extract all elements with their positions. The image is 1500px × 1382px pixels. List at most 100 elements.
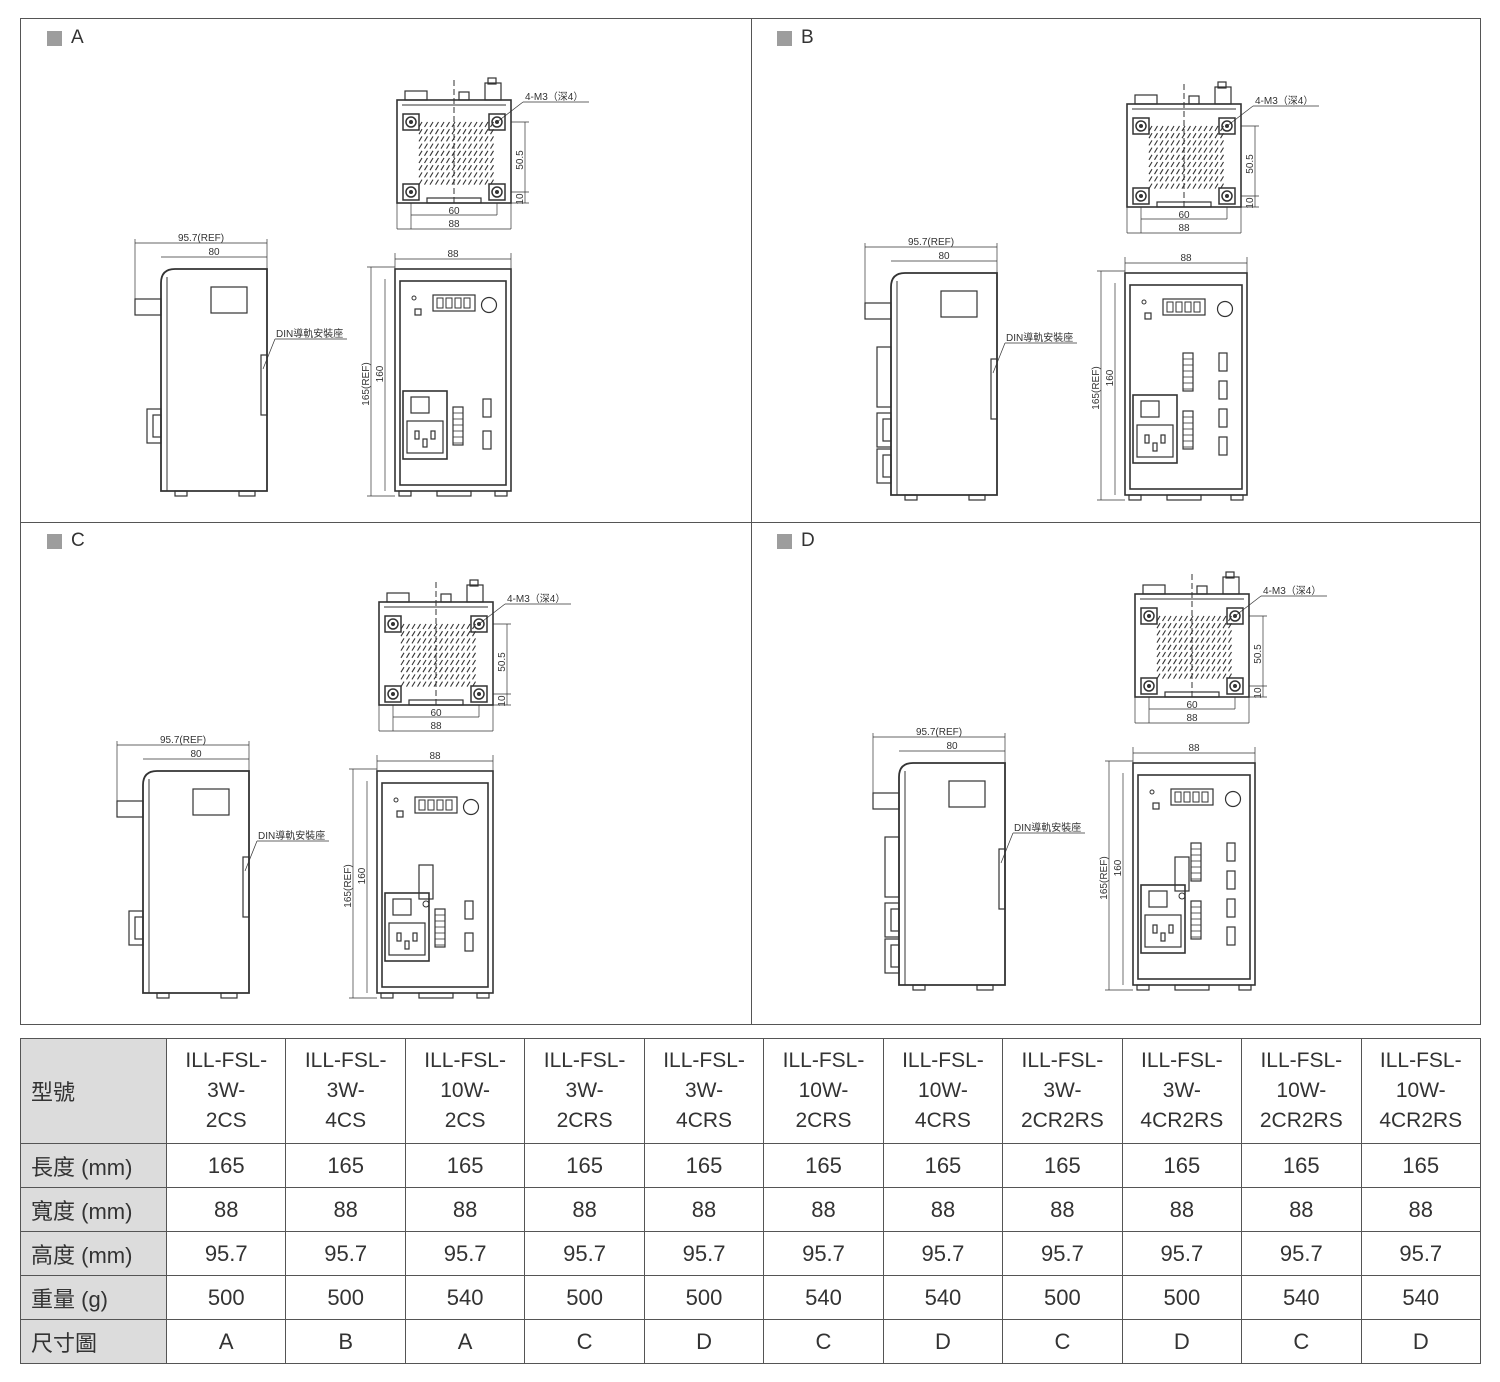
dimension-88: 88 xyxy=(447,249,459,260)
vent-slot xyxy=(1184,637,1188,643)
side-terminal xyxy=(876,412,892,448)
vent-slot xyxy=(1181,140,1186,146)
vent-slot xyxy=(1203,161,1208,168)
vent-slot xyxy=(400,638,405,644)
vent-slot xyxy=(439,630,443,637)
vent-slot xyxy=(1206,658,1210,665)
vent-slot xyxy=(444,638,449,644)
vent-slot xyxy=(1222,644,1227,651)
vent-slot xyxy=(1200,658,1205,665)
vent-slot xyxy=(468,150,472,157)
vent-slot xyxy=(479,157,483,164)
vent-slot xyxy=(1192,168,1197,175)
vent-slot xyxy=(484,164,489,171)
vent-slot xyxy=(1203,176,1208,182)
vent-slot xyxy=(1154,161,1158,168)
vent-slot xyxy=(1187,132,1191,139)
vent-slot xyxy=(1167,658,1172,665)
table-cell: 165 xyxy=(1360,1143,1482,1188)
vent-slot xyxy=(1159,140,1164,146)
table-cell: 95.7 xyxy=(1121,1231,1243,1276)
vent-slot xyxy=(1228,651,1232,658)
vent-slot xyxy=(1178,630,1183,636)
display-digit xyxy=(427,799,435,811)
vent-slot xyxy=(446,128,450,135)
vent-slot xyxy=(400,659,405,666)
vent-slot xyxy=(439,666,443,673)
vent-slot xyxy=(406,666,410,673)
screw-center xyxy=(391,622,395,626)
dimension-80: 80 xyxy=(208,247,220,258)
screw-center xyxy=(409,190,413,194)
vent-slot xyxy=(1189,673,1194,679)
screw-frame xyxy=(402,113,420,131)
screw-head xyxy=(473,618,485,630)
vent-slot xyxy=(411,645,416,651)
model-cell: ILL-FSL- 10W- 2CRS xyxy=(763,1038,884,1144)
vent-slot xyxy=(1176,140,1180,146)
table-cell: 95.7 xyxy=(643,1231,765,1276)
vent-slot xyxy=(406,645,410,651)
vent-slot xyxy=(462,172,467,178)
power-led xyxy=(411,295,417,301)
rs232-screw xyxy=(422,900,430,908)
top-connector xyxy=(1196,585,1208,595)
vent-slot xyxy=(444,674,449,680)
display-digit xyxy=(436,799,444,811)
vent-slot xyxy=(1209,154,1213,161)
vent-slot xyxy=(1154,176,1158,182)
table-cell: 88 xyxy=(524,1187,645,1232)
vent-slot xyxy=(1173,622,1177,629)
vent-slot xyxy=(1181,176,1186,182)
vent-slot xyxy=(1214,176,1219,182)
vent-slot xyxy=(417,638,421,644)
top-view xyxy=(396,77,512,204)
vent-slot xyxy=(484,136,489,142)
vent-slot xyxy=(400,652,405,659)
vent-slot xyxy=(1162,673,1166,679)
vent-slot xyxy=(1170,140,1175,146)
vent-slot xyxy=(444,681,449,687)
screw-center xyxy=(1233,684,1237,688)
vent-slot xyxy=(1206,651,1210,658)
vent-slot xyxy=(479,136,483,142)
screw-center xyxy=(477,692,481,696)
vent-slot xyxy=(1198,147,1202,153)
vent-slot xyxy=(1156,651,1161,658)
vent-slot xyxy=(1154,140,1158,146)
vent-slot xyxy=(466,652,471,659)
model-name: ILL-FSL- 10W- 4CR2RS xyxy=(1379,1049,1463,1132)
vent-slot xyxy=(484,121,489,128)
dimension-80: 80 xyxy=(946,741,958,752)
screw-center xyxy=(1147,684,1151,688)
vent-slot xyxy=(1195,666,1199,672)
model-name: ILL-FSL- 3W- 2CR2RS xyxy=(1020,1049,1104,1132)
display-digit xyxy=(445,799,453,811)
table-cell: 88 xyxy=(165,1187,287,1232)
dimension-160: 160 xyxy=(375,365,386,382)
dimension-60: 60 xyxy=(1186,700,1198,711)
vent-slot xyxy=(1159,161,1164,168)
screw-frame xyxy=(1218,187,1236,205)
vent-slot xyxy=(1165,183,1169,189)
vent-slot xyxy=(1211,673,1216,679)
dimension-165: 165(REF) xyxy=(1099,856,1110,899)
vent-slot xyxy=(1214,147,1219,153)
dimension-50-5: 50.5 xyxy=(1253,644,1264,664)
vent-slot xyxy=(461,666,465,673)
vent-slot xyxy=(450,638,454,644)
table-cell: 88 xyxy=(1360,1187,1482,1232)
power-inlet-module xyxy=(1132,394,1178,464)
vent-slot xyxy=(1211,622,1216,629)
square-bullet-icon xyxy=(777,533,792,549)
side-terminal xyxy=(884,836,900,898)
vent-slot xyxy=(472,666,476,673)
vent-slot xyxy=(400,666,405,673)
top-fan-housing xyxy=(466,584,484,603)
vent-slot xyxy=(1159,154,1164,161)
vent-slot xyxy=(1209,125,1213,132)
vent-slot xyxy=(429,179,434,185)
vent-slot xyxy=(1184,651,1188,658)
leader-line xyxy=(496,101,524,123)
